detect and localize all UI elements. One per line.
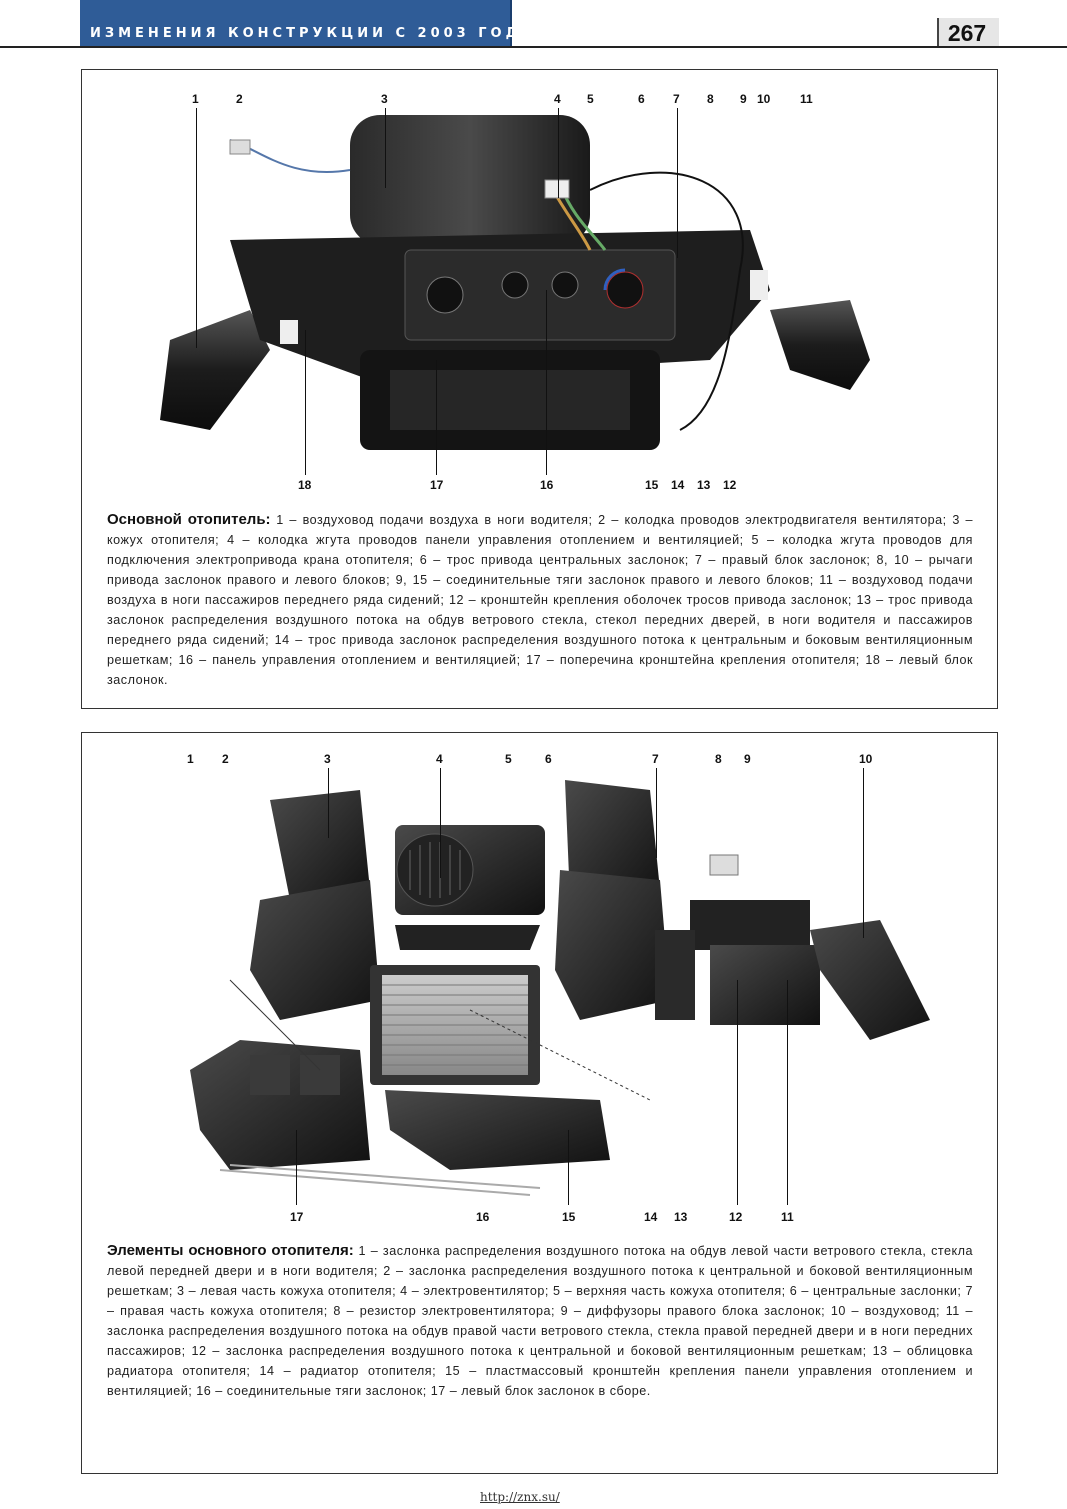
fig1-callout-2: 2 [236,92,243,106]
fig1-callout-5: 5 [587,92,594,106]
fig1-callout-10: 10 [757,92,771,106]
fig1-callout-11: 11 [800,92,813,106]
header-rule [0,46,1067,48]
fig1-callout-9: 9 [740,92,747,106]
fig2-callout-17: 17 [290,1210,304,1224]
fig1-leader-4 [558,108,559,198]
fig2-callout-2: 2 [222,752,229,766]
fig2-callout-12: 12 [729,1210,743,1224]
fig2-callout-3: 3 [324,752,331,766]
fig2-leader-15 [568,1130,569,1205]
figure-1-caption-title: Основной отопитель: [107,511,271,528]
fig1-callout-3: 3 [381,92,388,106]
fig2-callout-8: 8 [715,752,722,766]
figure-2-caption-title: Элементы основного отопителя: [107,1242,354,1259]
fig2-callout-5: 5 [505,752,512,766]
fig1-callout-1: 1 [192,92,199,106]
fig2-leader-17 [296,1130,297,1205]
fig1-callout-12: 12 [723,478,737,492]
fig2-leader-11 [787,980,788,1205]
fig2-leader-4 [440,768,441,878]
fig1-callout-6: 6 [638,92,645,106]
fig2-callout-13: 13 [674,1210,688,1224]
fig1-leader-1 [196,108,197,348]
fig1-callout-4: 4 [554,92,561,106]
fig2-callout-11: 11 [781,1210,794,1224]
fig1-leader-3 [385,108,386,188]
fig2-callout-9: 9 [744,752,751,766]
page-number-box [937,18,999,46]
fig2-leader-3 [328,768,329,838]
fig1-leader-7 [677,108,678,258]
fig2-callout-1: 1 [187,752,194,766]
fig2-callout-15: 15 [562,1210,576,1224]
fig2-callout-4: 4 [436,752,443,766]
footer-link[interactable]: http://znx.su/ [480,1490,560,1504]
fig1-callout-15: 15 [645,478,659,492]
fig2-leader-12 [737,980,738,1205]
fig2-callout-6: 6 [545,752,552,766]
fig2-callout-10: 10 [859,752,873,766]
fig2-leader-7 [656,768,657,858]
header-band [80,0,512,46]
fig1-callout-13: 13 [697,478,711,492]
fig1-leader-16 [546,290,547,475]
fig1-callout-18: 18 [298,478,312,492]
heater-components-photo [190,780,930,1196]
figure-1-caption: Основной отопитель: 1 – воздуховод подач… [107,510,973,690]
fig1-leader-17 [436,360,437,475]
section-title: ИЗМЕНЕНИЯ КОНСТРУКЦИИ С 2003 ГОДА [90,26,536,41]
fig1-callout-17: 17 [430,478,444,492]
page-number: 267 [947,20,987,46]
fig1-leader-18 [305,330,306,475]
fig1-callout-16: 16 [540,478,554,492]
fig2-callout-14: 14 [644,1210,658,1224]
figure-1-caption-body: 1 – воздуховод подачи воздуха в ноги вод… [107,513,973,687]
fig1-callout-14: 14 [671,478,685,492]
figure-2-caption: Элементы основного отопителя: 1 – заслон… [107,1241,973,1401]
fig2-callout-16: 16 [476,1210,490,1224]
fig2-callout-7: 7 [652,752,659,766]
fig1-callout-7: 7 [673,92,680,106]
fig2-leader-10 [863,768,864,938]
fig1-callout-8: 8 [707,92,714,106]
heater-assembly-photo [160,115,870,450]
figure-2-caption-body: 1 – заслонка распределения воздушного по… [107,1244,973,1398]
